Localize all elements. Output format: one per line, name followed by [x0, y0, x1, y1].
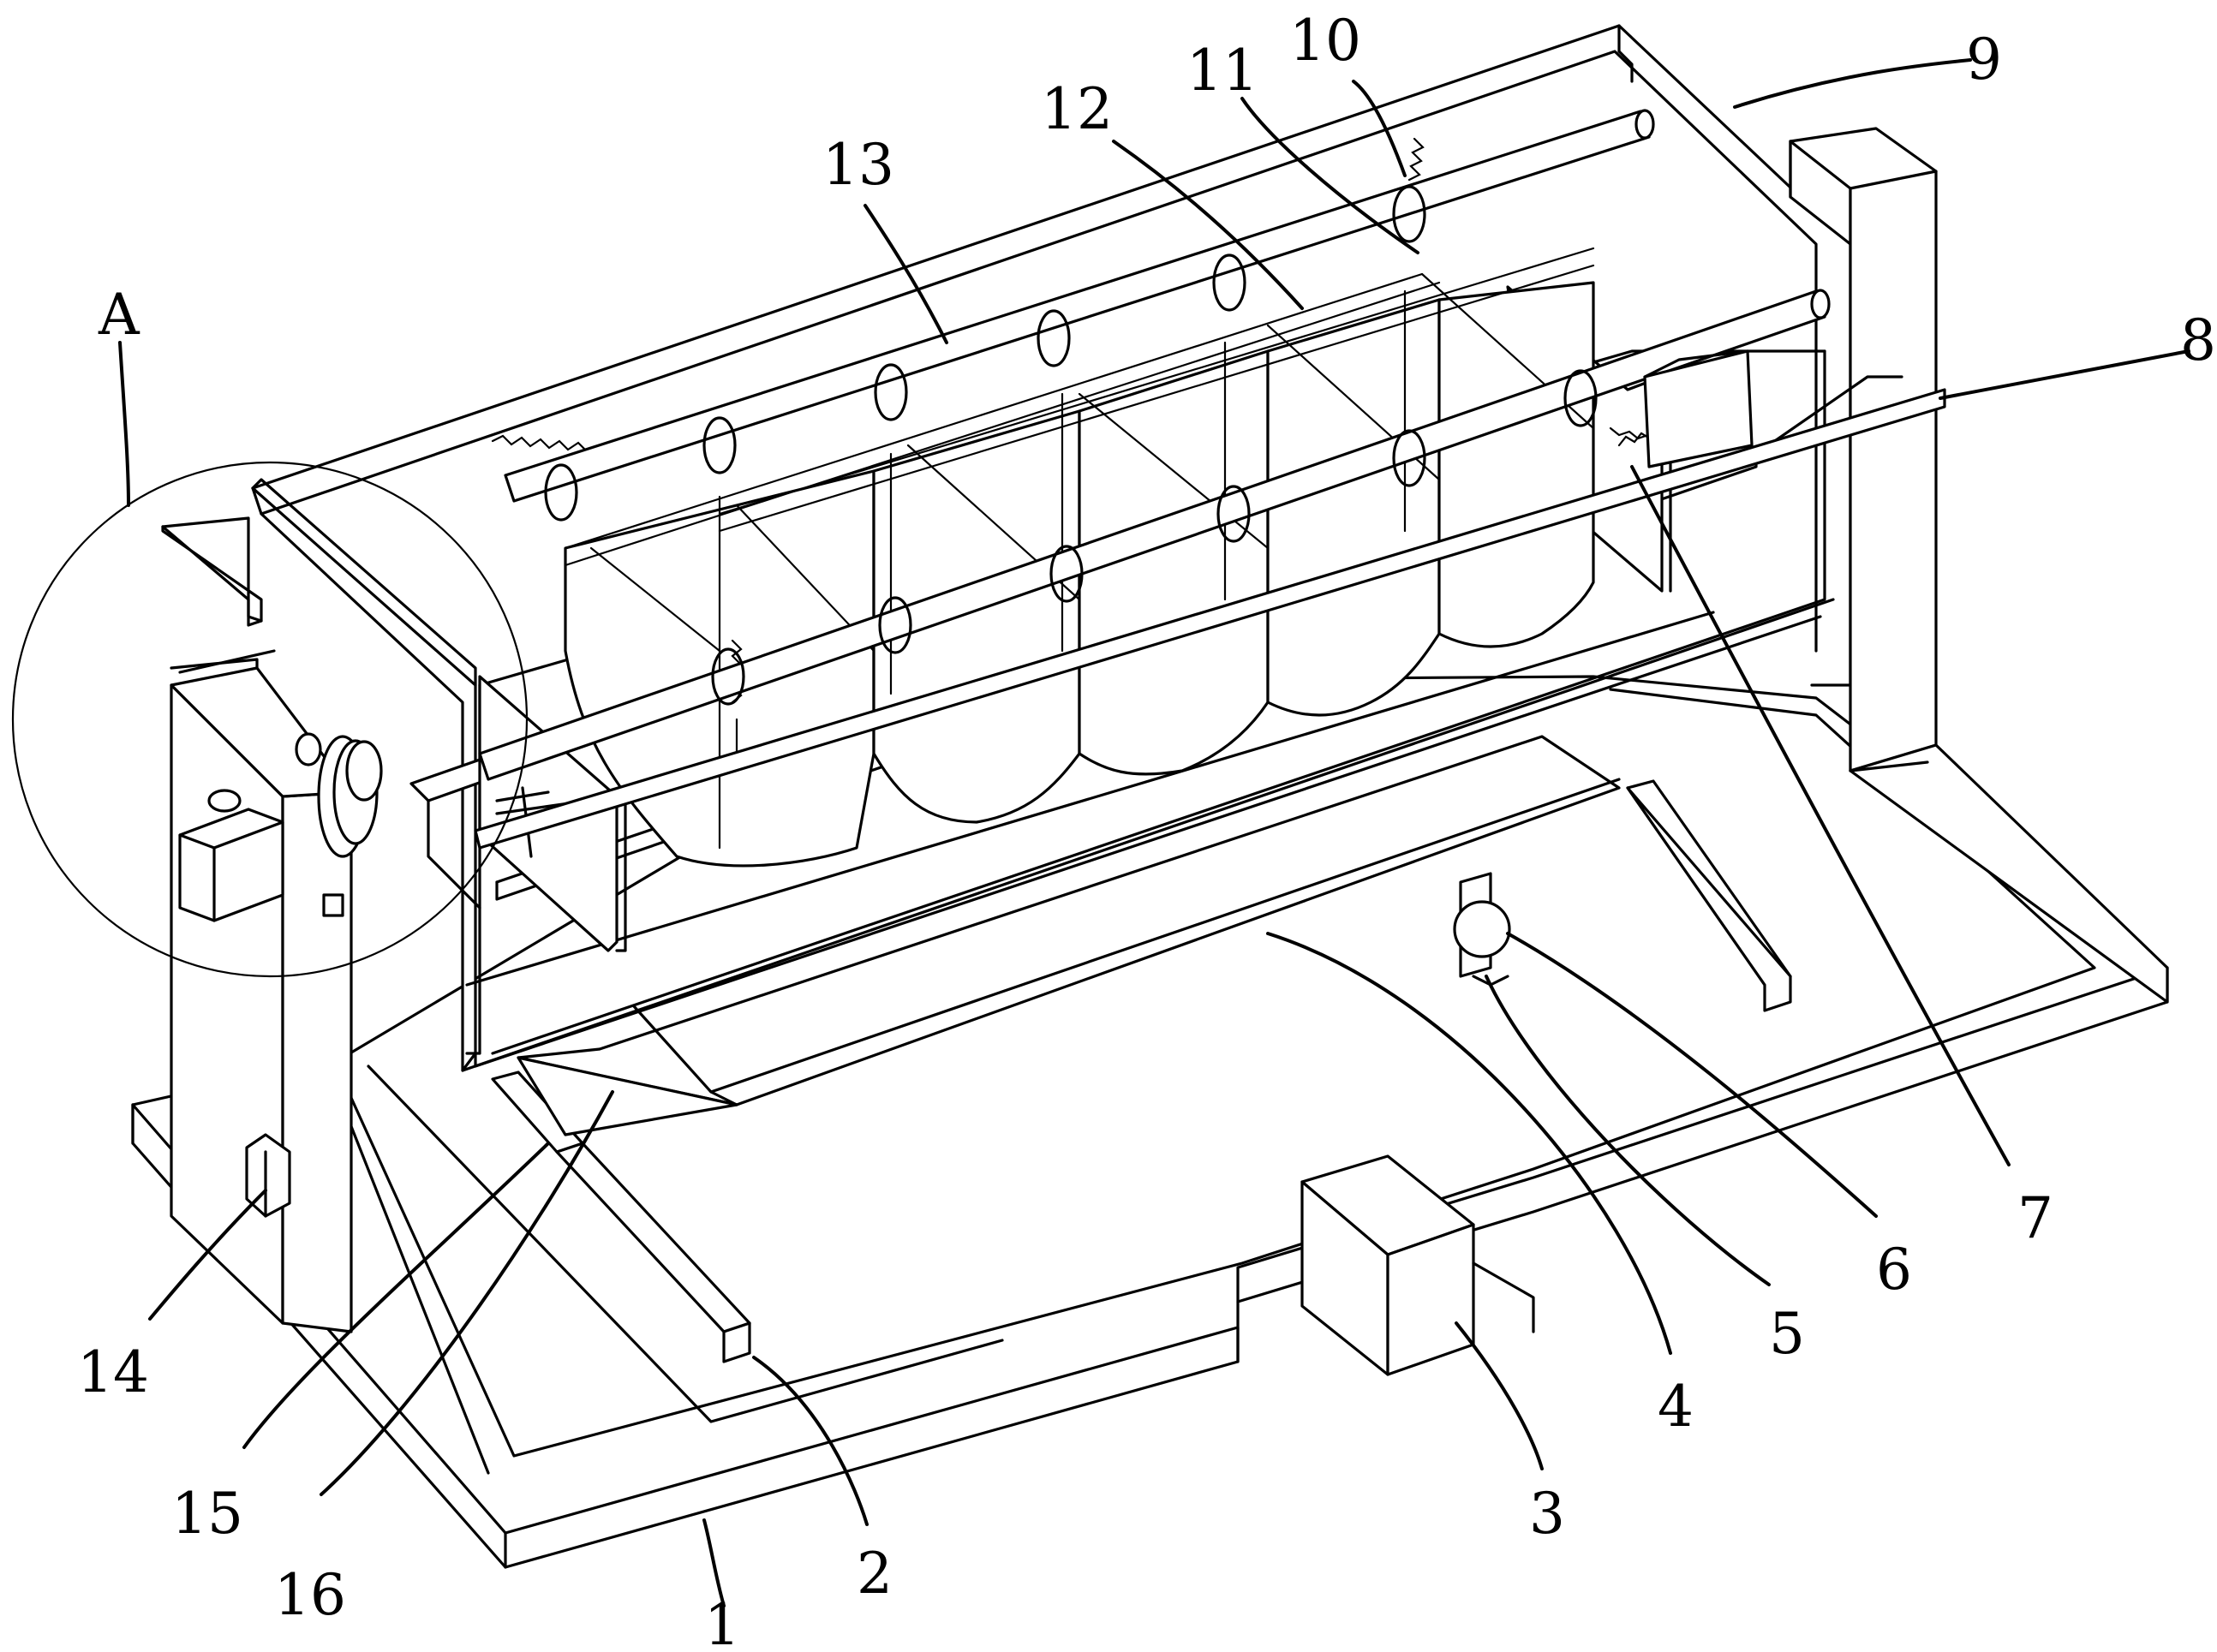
- callout-4: 4: [1658, 1374, 1694, 1440]
- callout-8: 8: [2180, 307, 2216, 373]
- callout-13: 13: [822, 132, 894, 198]
- collecting-tray: [517, 735, 1621, 1136]
- callout-6: 6: [1876, 1237, 1912, 1303]
- callout-16: 16: [274, 1562, 346, 1628]
- leader-lines: [118, 58, 2190, 1607]
- right-rail: [1626, 779, 1792, 1012]
- callout-11: 11: [1186, 38, 1258, 104]
- rods: [474, 109, 1946, 850]
- base-plate: [131, 675, 2169, 1569]
- rings: [544, 185, 1598, 706]
- detail-label-a: A: [98, 282, 140, 348]
- callout-1: 1: [704, 1592, 740, 1648]
- front-rail: [491, 1071, 751, 1363]
- callout-12: 12: [1041, 76, 1113, 142]
- callout-5: 5: [1769, 1301, 1805, 1367]
- pump: [1453, 872, 1511, 987]
- callout-3: 3: [1529, 1481, 1565, 1547]
- callout-labels: 1 2 3 4 5 6 7 8 9 10 11 12 13 14 15 16 A: [77, 8, 2216, 1652]
- callout-2: 2: [857, 1541, 893, 1607]
- baskets: [491, 137, 1696, 868]
- callout-15: 15: [171, 1481, 243, 1547]
- callout-9: 9: [1966, 27, 2002, 92]
- callout-7: 7: [2017, 1185, 2053, 1251]
- detail-circle-a: [11, 461, 529, 978]
- callout-14: 14: [77, 1339, 149, 1405]
- motor-box: [1300, 1154, 1535, 1376]
- callout-10: 10: [1289, 8, 1361, 74]
- left-upright: [170, 649, 383, 1333]
